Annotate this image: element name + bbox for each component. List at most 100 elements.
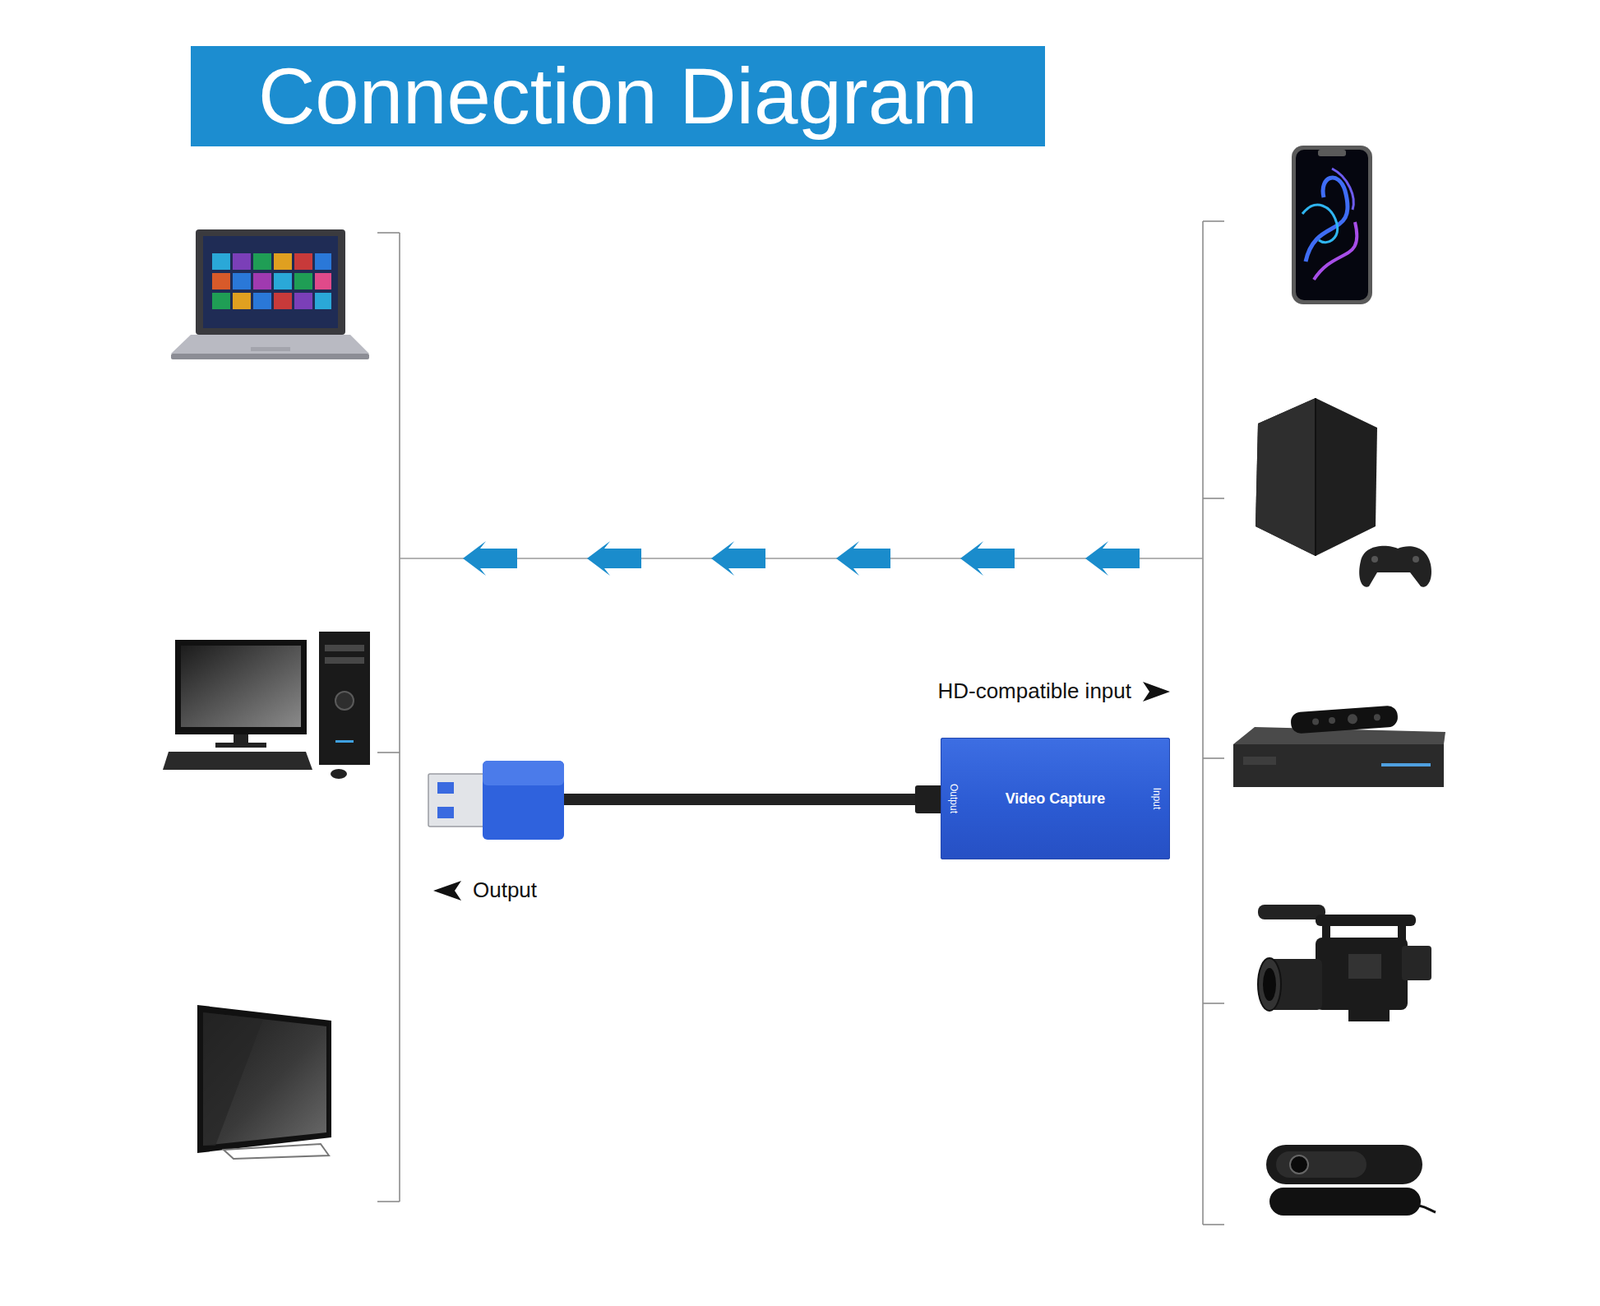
- right-bracket: [1202, 757, 1225, 759]
- webcam-icon: [1290, 1155, 1309, 1174]
- port-label: Output: [948, 783, 959, 814]
- desktop-computer-icon: [162, 631, 370, 779]
- smartphone-icon: [1331, 168, 1354, 210]
- camcorder-icon: [1348, 1009, 1390, 1022]
- port-label: Input: [1151, 787, 1162, 810]
- webcam-icon: [1419, 1205, 1436, 1212]
- laptop-icon: [250, 346, 291, 352]
- laptop-icon: [294, 253, 313, 270]
- desktop-computer-icon: [330, 768, 347, 779]
- output-label: Output: [472, 877, 537, 903]
- desktop-computer-icon: [335, 739, 354, 743]
- camcorder-icon: [1257, 957, 1281, 1011]
- set-top-box-icon: [1243, 756, 1277, 765]
- right-bracket: [1202, 220, 1225, 222]
- webcam-icon: [1276, 1151, 1367, 1178]
- flow-arrow: [462, 541, 1140, 576]
- flow-arrow: [462, 541, 518, 576]
- set-top-box-icon: [1373, 713, 1382, 722]
- capture-device-box: Output Video Capture Input: [940, 737, 1170, 860]
- set-top-box-icon: [1233, 744, 1444, 787]
- desktop-computer-icon: [162, 751, 313, 770]
- flow-arrow: [1085, 541, 1140, 576]
- laptop-icon: [212, 292, 231, 310]
- usb-plug: [428, 773, 486, 827]
- left-bracket: [377, 232, 400, 1202]
- laptop-icon: [294, 272, 313, 290]
- game-console-icon: [1412, 555, 1420, 563]
- usb-plug: [437, 806, 454, 819]
- desktop-computer-icon: [180, 645, 301, 727]
- smartphone-icon: [1295, 149, 1369, 301]
- desktop-computer-icon: [324, 656, 365, 664]
- left-bracket: [377, 231, 400, 234]
- camcorder-icon: [1257, 904, 1432, 1022]
- smartphone-icon: [1305, 177, 1348, 262]
- webcam-icon: [1269, 1187, 1421, 1216]
- game-console-icon: [1371, 555, 1379, 563]
- laptop-icon: [212, 272, 231, 290]
- webcam-icon: [1266, 1144, 1423, 1184]
- camcorder-icon: [1315, 937, 1408, 1010]
- game-console-icon: [1359, 545, 1432, 588]
- usb-plug: [482, 760, 565, 786]
- camcorder-icon: [1348, 953, 1382, 979]
- set-top-box-icon: [1290, 704, 1398, 734]
- laptop-icon: [294, 292, 313, 310]
- set-top-box-icon: [1312, 717, 1320, 726]
- laptop-icon: [273, 272, 292, 290]
- laptop-icon: [232, 253, 251, 270]
- diagram-title: Connection Diagram: [258, 56, 978, 136]
- game-console-icon: [1255, 397, 1378, 556]
- laptop-icon: [171, 353, 370, 360]
- laptop-icon: [314, 253, 332, 270]
- smartphone-icon: [1313, 221, 1357, 280]
- left-bracket: [377, 751, 400, 754]
- game-console-icon: [1314, 397, 1317, 556]
- desktop-computer-icon: [335, 691, 354, 710]
- flow-arrow: [587, 541, 642, 576]
- set-top-box-icon: [1381, 763, 1431, 767]
- smartphone-icon: [1317, 149, 1346, 157]
- desktop-computer-icon: [319, 631, 370, 765]
- television-icon: [197, 1004, 332, 1153]
- television-icon: [203, 1012, 327, 1146]
- right-bracket: [1202, 1002, 1225, 1004]
- flow-arrow: [836, 541, 891, 576]
- set-top-box-icon: [1233, 704, 1446, 787]
- laptop-icon: [171, 334, 370, 354]
- smartphone-icon: [1291, 145, 1373, 305]
- webcam-icon: [1266, 1144, 1436, 1216]
- usb-cable: [564, 785, 944, 814]
- set-top-box-icon: [1347, 713, 1359, 725]
- left-bracket: [398, 232, 401, 1202]
- television-icon: [203, 1012, 264, 1146]
- left-bracket: [377, 1200, 400, 1203]
- input-pointer: [1142, 681, 1170, 702]
- usb-plug: [437, 781, 454, 794]
- desktop-computer-icon: [215, 742, 267, 748]
- laptop-icon: [273, 253, 292, 270]
- desktop-computer-icon: [324, 644, 365, 652]
- flow-arrow: [960, 541, 1015, 576]
- desktop-computer-icon: [175, 639, 307, 735]
- camcorder-icon: [1401, 945, 1432, 981]
- right-bracket: [1202, 1223, 1225, 1226]
- device-name: Video Capture: [1005, 790, 1106, 806]
- laptop-icon: [253, 253, 272, 270]
- right-bracket: [1202, 221, 1204, 1225]
- laptop-icon: [314, 272, 332, 290]
- laptop-icon: [203, 235, 338, 329]
- game-console-icon: [1255, 397, 1316, 556]
- right-bracket: [1202, 497, 1225, 500]
- input-label: HD-compatible input: [937, 678, 1132, 704]
- usb-cable: [915, 785, 944, 814]
- output-pointer: [433, 880, 462, 901]
- camcorder-icon: [1262, 967, 1277, 1001]
- laptop-icon: [232, 272, 251, 290]
- laptop-icon: [273, 292, 292, 310]
- laptop-icon: [171, 229, 370, 360]
- title-banner: [190, 46, 1046, 147]
